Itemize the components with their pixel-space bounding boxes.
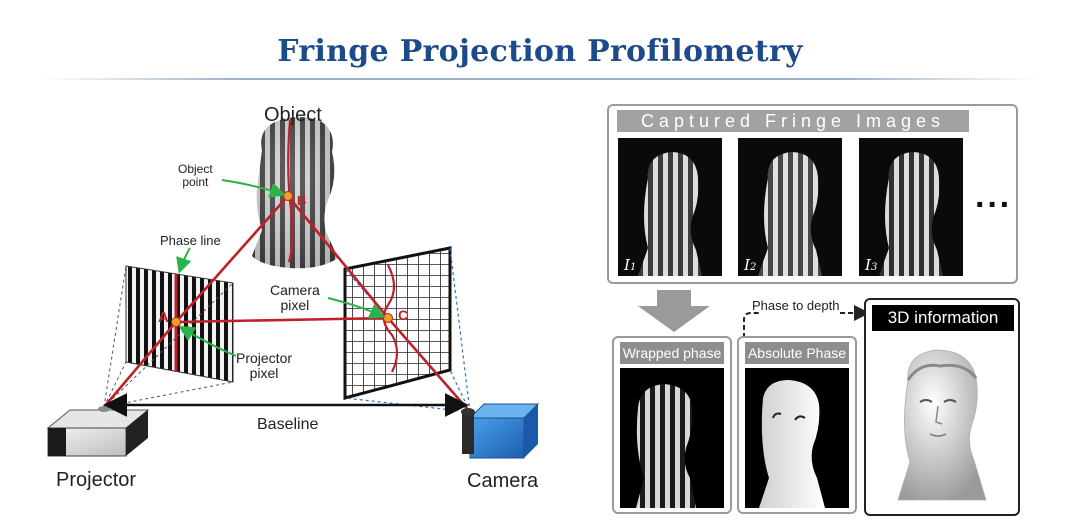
wrapped-phase-image [620, 368, 724, 508]
projector-pixel-label: Projector pixel [236, 350, 293, 381]
wrapped-phase-head [636, 384, 696, 508]
absolute-phase-header: Absolute Phase [745, 342, 849, 364]
wrapped-phase-header: Wrapped phase [620, 342, 724, 364]
phase-line-label: Phase line [160, 233, 221, 248]
down-arrow [638, 290, 710, 332]
point-a-marker [171, 317, 181, 327]
title-divider [40, 78, 1040, 80]
3d-information-header: 3D information [872, 305, 1014, 331]
absolute-phase-head [759, 380, 825, 508]
object-point-label: Object point [178, 162, 213, 189]
fringe-image-2: I2 [738, 138, 842, 276]
phase-to-depth-label: Phase to depth [752, 298, 840, 313]
baseline-label: Baseline [257, 416, 319, 433]
fringe-image-2-label: I2 [744, 256, 757, 274]
page-title: Fringe Projection Profilometry [277, 34, 803, 69]
fringe-image-3: I3 [859, 138, 963, 276]
fringe-image-3-label: I3 [865, 256, 878, 274]
camera-label: Camera [467, 470, 539, 492]
object-label: Object [264, 104, 322, 126]
projector-label: Projector [56, 469, 137, 491]
point-b-label: B [297, 193, 307, 208]
camera-grid-plane [343, 246, 452, 400]
annotation-arrows [176, 179, 386, 357]
fringe-head-1 [638, 152, 702, 276]
point-c-label: C [398, 307, 409, 323]
fringe-image-1: I1 [618, 138, 722, 276]
camera-pixel-label: Camera pixel [270, 282, 320, 313]
phase-to-depth-arrow [743, 313, 866, 338]
object-head [252, 117, 338, 269]
absolute-phase-image [745, 368, 849, 508]
captured-images-header: Captured Fringe Images [617, 110, 969, 132]
projector-device [46, 406, 150, 457]
point-a-label: A [158, 309, 169, 326]
triangulation-rays [103, 195, 471, 413]
3d-bust-render [897, 349, 987, 501]
fringe-head-2 [758, 152, 822, 276]
fringe-image-1-label: I1 [624, 256, 637, 274]
fringe-head-3 [879, 152, 943, 276]
more-images-ellipsis: ··· [975, 186, 1012, 224]
point-b-marker [283, 191, 293, 201]
3d-bust-image [880, 340, 1004, 505]
point-c-marker [383, 313, 393, 323]
camera-device [461, 403, 540, 459]
